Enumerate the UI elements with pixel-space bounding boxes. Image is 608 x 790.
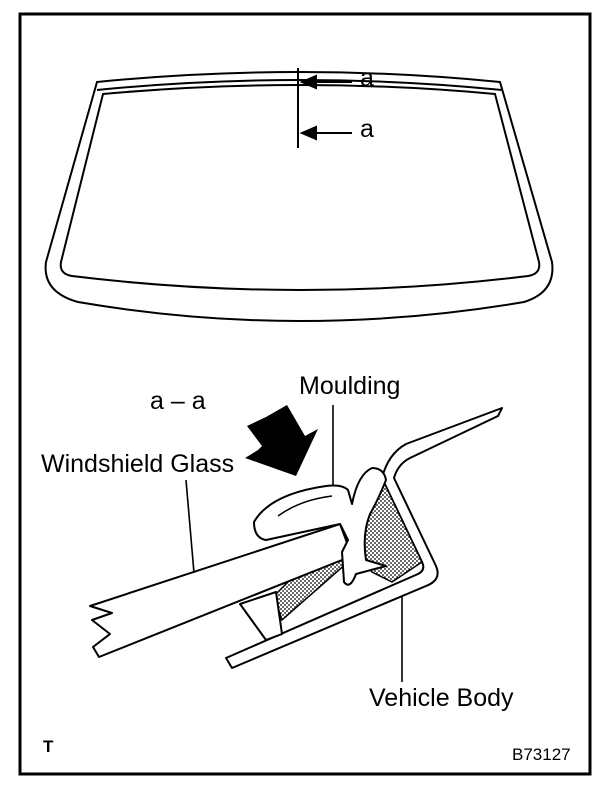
figure-border [18, 12, 592, 776]
section-label-top: a [360, 64, 374, 92]
vehicle-body-flange [225, 407, 503, 669]
windshield-outline [44, 71, 554, 322]
moulding-label: Moulding [299, 372, 401, 400]
vehicle-body-label: Vehicle Body [369, 684, 514, 712]
moulding-lip [277, 495, 333, 517]
push-arrow-icon [245, 405, 318, 476]
section-view-title: a – a [150, 387, 206, 415]
windshield-glass-label: Windshield Glass [41, 450, 235, 478]
leader-lines [185, 405, 403, 682]
section-label-bottom: a [360, 115, 374, 143]
corner-mark: T [43, 737, 54, 756]
section-line-a-a [297, 68, 352, 148]
windshield-glass-section [89, 523, 353, 658]
figure-code: B73127 [512, 745, 571, 764]
dam-spacer [239, 591, 283, 641]
